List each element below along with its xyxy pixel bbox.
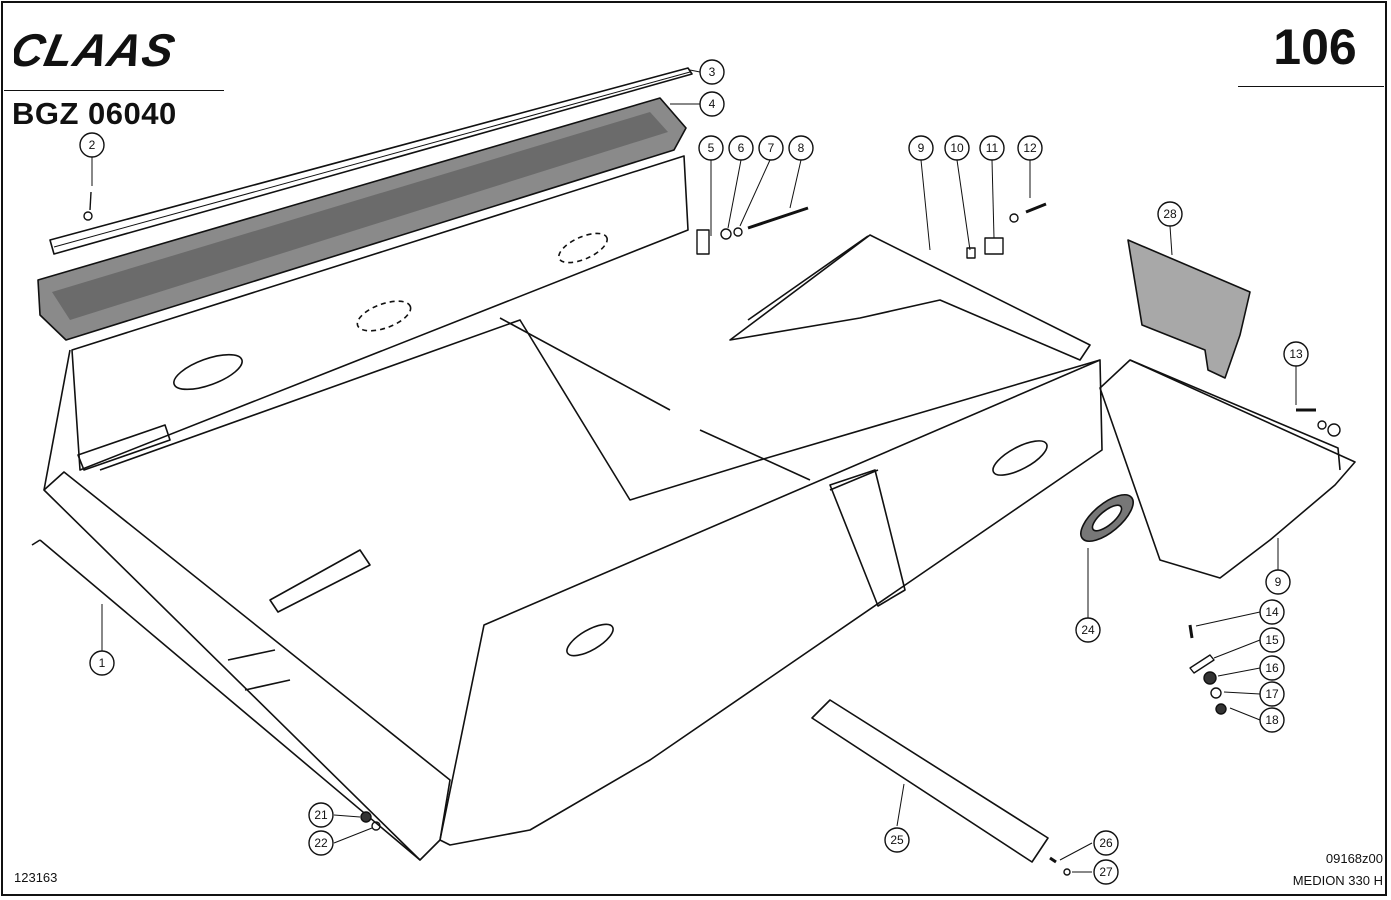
callout-7: 7 (758, 135, 784, 161)
claas-logo: CLAAS (14, 28, 180, 72)
callout-22: 22 (308, 830, 334, 856)
callout-21: 21 (308, 802, 334, 828)
callout-5: 5 (698, 135, 724, 161)
svg-text:15: 15 (1265, 633, 1279, 647)
svg-text:24: 24 (1081, 623, 1095, 637)
svg-text:9: 9 (918, 141, 925, 155)
part-strip (49, 67, 693, 255)
callout-17: 17 (1259, 681, 1285, 707)
svg-text:21: 21 (314, 808, 328, 822)
hardware-bolts (83, 191, 1341, 876)
footer-right: 09168z00 MEDION 330 H (1293, 848, 1383, 892)
brand-text: CLAAS (14, 28, 180, 72)
callout-27: 27 (1093, 859, 1119, 885)
callout-12: 12 (1017, 135, 1043, 161)
header-rule-right (1238, 86, 1384, 87)
svg-text:14: 14 (1265, 605, 1279, 619)
svg-text:8: 8 (798, 141, 805, 155)
callout-11: 11 (979, 135, 1005, 161)
part-support-bar (811, 699, 1049, 863)
callout-18: 18 (1259, 707, 1285, 733)
part-main-frame (31, 317, 1103, 861)
svg-text:18: 18 (1265, 713, 1279, 727)
catalog-code: 123163 (14, 870, 58, 885)
callout-15: 15 (1259, 627, 1285, 653)
model-name: MEDION 330 H (1292, 873, 1383, 888)
svg-text:22: 22 (314, 836, 328, 850)
part-rubber-seal (37, 97, 687, 341)
callout-14: 14 (1259, 599, 1285, 625)
svg-text:1: 1 (99, 656, 106, 670)
group-code: BGZ 06040 (12, 96, 177, 131)
svg-text:9: 9 (1275, 575, 1282, 589)
svg-text:27: 27 (1099, 865, 1113, 879)
svg-text:7: 7 (768, 141, 775, 155)
callout-3: 3 (699, 59, 725, 85)
callout-1: 1 (89, 650, 115, 676)
callout-8: 8 (788, 135, 814, 161)
svg-text:13: 13 (1289, 347, 1303, 361)
callout-28: 28 (1157, 201, 1183, 227)
callout-9: 9 (908, 135, 934, 161)
svg-text:17: 17 (1265, 687, 1279, 701)
part-stippled-flap (1127, 239, 1251, 379)
svg-text:11: 11 (986, 141, 999, 155)
callout-25: 25 (884, 827, 910, 853)
callout-4: 4 (699, 91, 725, 117)
svg-text:26: 26 (1099, 836, 1113, 850)
callout-6: 6 (728, 135, 754, 161)
svg-text:25: 25 (890, 833, 904, 847)
page-number: 106 (1273, 19, 1357, 75)
part-right-plate (1099, 359, 1356, 579)
callout-26: 26 (1093, 830, 1119, 856)
callout-9b: 9 (1265, 569, 1291, 595)
svg-text:12: 12 (1023, 141, 1037, 155)
callout-10: 10 (944, 135, 970, 161)
part-side-shelf (729, 234, 1091, 361)
part-rear-wall (71, 155, 689, 471)
svg-text:5: 5 (708, 141, 715, 155)
callout-24: 24 (1075, 617, 1101, 643)
svg-text:28: 28 (1163, 207, 1177, 221)
part-grommet (1080, 494, 1134, 542)
header-rule-left (4, 90, 224, 91)
svg-text:16: 16 (1265, 661, 1279, 675)
svg-text:4: 4 (709, 97, 716, 111)
svg-text:3: 3 (709, 65, 716, 79)
svg-text:6: 6 (738, 141, 745, 155)
svg-text:2: 2 (89, 138, 96, 152)
callout-16: 16 (1259, 655, 1285, 681)
callout-13: 13 (1283, 341, 1309, 367)
drawing-code: 09168z00 (1325, 851, 1383, 866)
leader-lines (91, 69, 1297, 873)
callout-2: 2 (79, 132, 105, 158)
svg-text:10: 10 (950, 141, 964, 155)
